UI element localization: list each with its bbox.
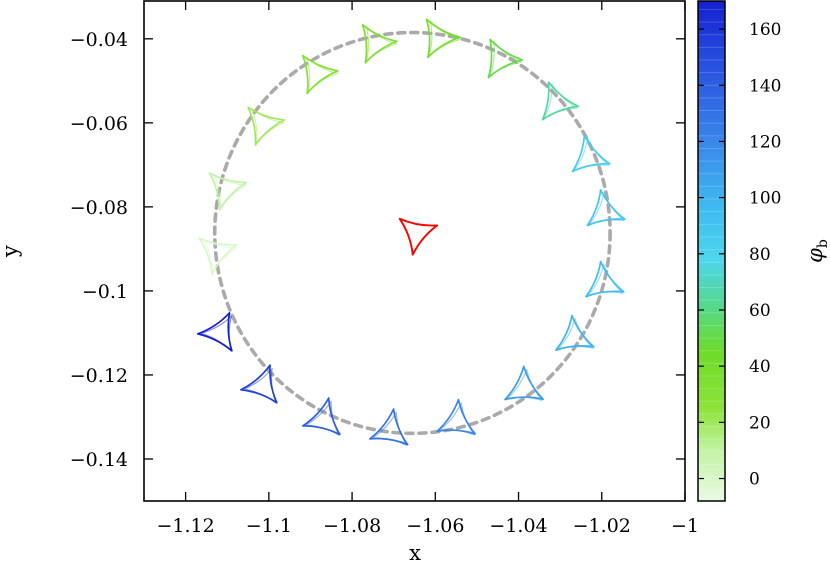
colorbar-tick-label-4: 80 xyxy=(749,245,771,265)
orbit-point-shadow-16 xyxy=(243,368,277,404)
orbit-point-shadow-13 xyxy=(439,402,475,436)
y-axis-label: y xyxy=(0,245,22,258)
orbit-point-6 xyxy=(487,38,524,79)
orbit-point-1 xyxy=(208,172,248,211)
colorbar-tick-label-6: 120 xyxy=(749,132,781,152)
x-tick-label-3: −1.06 xyxy=(406,515,464,537)
colorbar-frame xyxy=(697,0,726,502)
colorbar-tick-label-0: 0 xyxy=(749,470,760,490)
orbit-point-shadow-8 xyxy=(574,137,610,171)
orbit-point-2 xyxy=(247,106,286,146)
orbit-point-shadow-14 xyxy=(372,411,408,446)
colorbar-tick-label-7: 140 xyxy=(749,76,781,96)
plot-frame xyxy=(143,0,686,502)
orbit-point-3 xyxy=(301,54,339,95)
x-tick-label-1: −1.1 xyxy=(246,515,292,537)
x-axis-label: x xyxy=(409,541,421,565)
plot-area xyxy=(196,18,626,446)
y-tick-label-0: −0.04 xyxy=(70,29,128,51)
orbit-point-shadow-7 xyxy=(543,83,578,119)
x-tick-label-6: −1 xyxy=(671,515,699,537)
x-tick-label-5: −1.02 xyxy=(573,515,631,537)
orbit-point-shadow-2 xyxy=(251,108,285,145)
orbit-point-shadow-1 xyxy=(212,173,247,209)
orbit-circle xyxy=(212,30,612,436)
orbit-point-shadow-11 xyxy=(557,318,594,350)
x-tick-label-2: −1.08 xyxy=(323,515,381,537)
x-tick-label-4: −1.04 xyxy=(489,515,547,537)
orbit-point-shadow-0 xyxy=(202,238,238,274)
colorbar-tick-label-5: 100 xyxy=(749,189,781,209)
orbit-point-5 xyxy=(425,18,462,59)
colorbar-tick-label-8: 160 xyxy=(749,20,781,40)
orbit-point-shadow-6 xyxy=(489,41,523,77)
colorbar-label: φb xyxy=(803,239,830,263)
orbit-point-shadow-15 xyxy=(305,400,340,436)
center-particle-marker xyxy=(398,217,439,256)
orbit-point-shadow-17 xyxy=(200,315,232,352)
orbit-point-4 xyxy=(361,23,398,64)
colorbar: 0 20 40 60 80 100 120 140 160 φb xyxy=(697,0,830,502)
orbit-point-shadow-10 xyxy=(587,263,624,296)
y-tick-label-5: −0.14 xyxy=(70,449,128,471)
y-tick-label-3: −0.1 xyxy=(82,281,128,303)
orbit-point-17 xyxy=(196,311,233,352)
y-tick-label-1: −0.06 xyxy=(70,113,128,135)
orbit-point-shadow-12 xyxy=(507,368,543,401)
axes: −1.12 −1.1 −1.08 −1.06 −1.04 −1.02 −1 −0.04 −0.0… xyxy=(70,1,699,537)
colorbar-tick-label-3: 60 xyxy=(749,301,771,321)
orbit-point-shadow-4 xyxy=(365,26,398,62)
y-tick-label-2: −0.08 xyxy=(70,197,128,219)
orbit-point-shadow-9 xyxy=(588,192,625,225)
orbit-point-shadow-3 xyxy=(306,56,338,93)
colorbar-tick-label-1: 20 xyxy=(749,413,771,433)
colorbar-tick-label-2: 40 xyxy=(749,357,771,377)
y-tick-label-4: −0.12 xyxy=(70,365,128,387)
colorbar-gradient xyxy=(698,1,725,501)
orbit-point-shadow-5 xyxy=(428,20,461,57)
orbit-point-0 xyxy=(198,237,238,275)
x-tick-label-0: −1.12 xyxy=(156,515,214,537)
